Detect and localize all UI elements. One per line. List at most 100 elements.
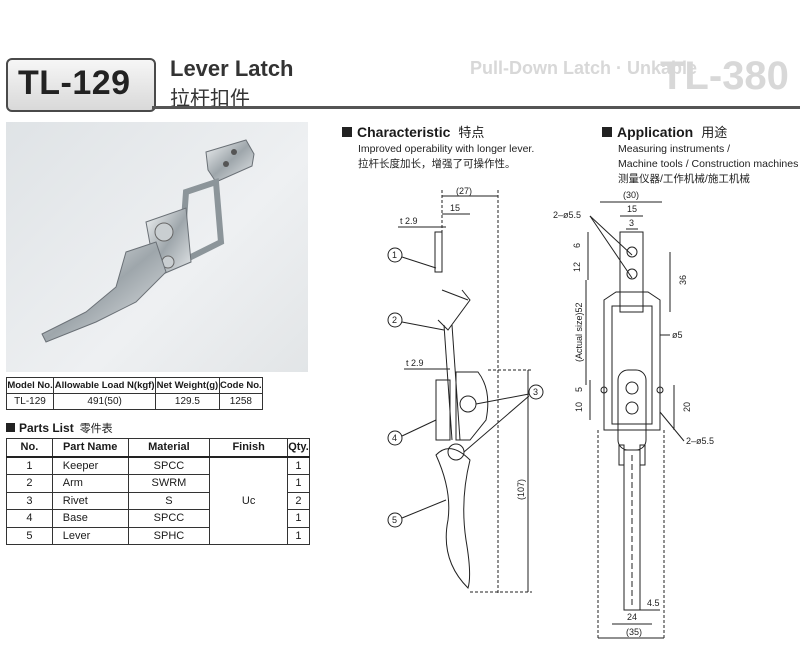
parts-header-row: No. Part Name Material Finish Qty. [6,438,311,458]
bullet-square-icon [6,423,15,432]
rivet-hole [459,395,477,413]
parts-col-finish: Finish [209,438,288,458]
dim-30: (30) [623,190,639,200]
leader-line [589,215,633,279]
parts-col-qty: Qty. [286,438,311,458]
keeper-hole [626,268,638,280]
part-qty: 1 [286,526,311,545]
characteristic-title: Characteristic 特点 [342,122,484,141]
leader-line [401,499,447,519]
callout-label: 4 [392,433,397,443]
front-view-drawing: (30) 15 3 2–ø5.5 6 12 36 (Actual size)52… [553,190,714,640]
product-title-en: Lever Latch [170,56,294,81]
header-rule [152,106,800,109]
part-qty: 2 [286,491,311,510]
characteristic-text-cn: 拉杆长度加长，增强了可操作性。 [358,158,516,170]
leader-line [589,215,633,256]
part-finish: Uc [209,456,288,545]
spec-load: 491(50) [53,393,157,410]
leader-line [401,256,437,269]
keeper-part [434,231,443,273]
application-text-en-2: Machine tools / Construction machines [618,158,799,170]
table-row: 1 Keeper SPCC Uc 1 [6,456,311,545]
characteristic-title-cn: 特点 [458,125,485,140]
dim-15: 15 [627,204,637,214]
table-row: 2 Arm SWRM 1 [6,474,311,493]
spec-row: TL-129 491(50) 129.5 1258 [5,393,264,410]
application-title: Application 用途 [602,122,727,141]
parts-list-title-cn: 零件表 [79,423,113,435]
product-photo [6,122,308,372]
dim-hole-bottom: 2–ø5.5 [686,436,714,446]
characteristic-title-en: Characteristic [357,124,451,140]
leader-line [463,395,530,453]
leader-line [401,419,437,437]
characteristic-text: Improved operability with longer lever. … [358,142,534,172]
keeper-hole [626,246,638,258]
callout-3 [528,384,544,400]
dim-actual-size: (Actual size)52 [574,302,584,362]
dim-hole-top: 2–ø5.5 [553,210,581,220]
side-view-drawing: (27) 15 t 2.9 t 2.9 (107) 1 2 3 4 5 [387,186,544,595]
mount-hole [656,386,664,394]
spec-model: TL-129 [5,393,55,410]
callout-5 [387,512,403,528]
dim-35: (35) [626,627,642,637]
part-qty: 1 [286,474,311,493]
application-title-en: Application [617,124,694,140]
part-name: Base [51,509,129,528]
lever-latch-illustration [41,139,255,343]
arm-part [437,289,471,331]
part-material: SPCC [127,509,211,528]
parts-col-name: Part Name [51,438,129,458]
rivet-hole [447,443,465,461]
arm-loop-inner [611,305,653,425]
dim-27: (27) [456,186,472,196]
callout-1 [387,247,403,263]
page-header: Pull-Down Latch · Unkable TL-380 TL-129 … [0,52,800,114]
part-material: SPHC [127,526,211,545]
part-name: Keeper [51,456,129,475]
callout-label: 5 [392,515,397,525]
dim-15: 15 [450,203,460,213]
leader-line [475,393,530,405]
leader-line [401,321,445,331]
bullet-square-icon [342,127,352,137]
part-name: Arm [51,474,129,493]
dim-phi5: ø5 [672,330,683,340]
part-name: Lever [51,526,129,545]
spec-col-weight: Net Weight(g) [155,377,220,394]
part-no: 1 [6,456,53,475]
dim-t29-bottom: t 2.9 [406,358,424,368]
dim-107: (107) [516,479,526,500]
part-no: 2 [6,474,53,493]
application-text-en-1: Measuring instruments / [618,143,731,155]
dim-12: 12 [572,262,582,272]
dim-20: 20 [682,402,692,412]
application-title-cn: 用途 [701,125,728,140]
callout-label: 2 [392,315,397,325]
product-title-cn: 拉杆扣件 [170,88,250,110]
table-row: 5 Lever SPHC 1 [6,526,311,545]
characteristic-text-en: Improved operability with longer lever. [358,143,535,155]
spec-col-model: Model No. [5,377,55,394]
arm-loop [603,291,661,431]
part-qty: 1 [286,509,311,528]
table-row: 3 Rivet S 2 [6,491,311,510]
callout-label: 1 [392,250,397,260]
model-badge: TL-129 [6,58,156,112]
base-rivet [625,381,639,395]
part-qty: 1 [286,456,311,475]
spec-code: 1258 [218,393,264,410]
part-material: SWRM [127,474,211,493]
part-no: 5 [6,526,53,545]
base-hook [455,371,489,441]
faded-background-model: TL-380 [660,54,789,98]
part-material: SPCC [127,456,211,475]
model-number: TL-129 [18,64,131,102]
parts-col-material: Material [127,438,211,458]
dim-5: 5 [574,387,584,392]
spec-col-code: Code No. [218,377,264,394]
part-name: Rivet [51,491,129,510]
